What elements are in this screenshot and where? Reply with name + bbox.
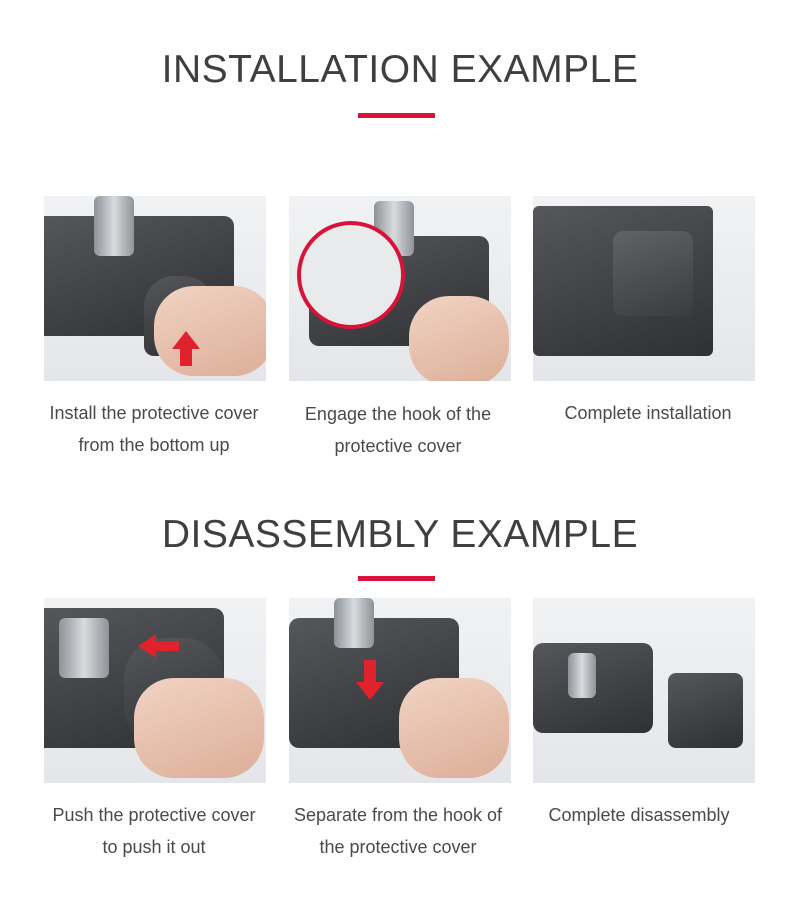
disassembly-step-3-caption: Complete disassembly <box>519 799 759 831</box>
zoom-inset <box>297 221 405 329</box>
disassembly-step-1-photo <box>44 598 266 783</box>
up-arrow-icon <box>172 331 200 349</box>
caption-line: Engage the hook of the <box>304 404 492 424</box>
disassembly-step-1-caption: Push the protective cover to push it out <box>34 799 274 863</box>
install-step-2-caption: Engage the hook of the protective cover <box>278 398 518 462</box>
caption-line: the protective cover <box>319 837 477 857</box>
install-step-1-caption: Install the protective cover from the bo… <box>34 397 274 461</box>
caption-line: Complete disassembly <box>548 805 730 825</box>
disassembly-step-3-photo <box>533 598 755 783</box>
caption-line: from the bottom up <box>78 435 230 455</box>
caption-line: Separate from the hook of <box>293 805 503 825</box>
down-arrow-icon <box>356 682 384 700</box>
caption-line: Complete installation <box>564 403 732 423</box>
install-step-2-photo <box>289 196 511 381</box>
caption-line: protective cover <box>334 436 462 456</box>
caption-line: Push the protective cover <box>52 805 256 825</box>
disassembly-step-2-caption: Separate from the hook of the protective… <box>278 799 518 863</box>
disassembly-title: DISASSEMBLY EXAMPLE <box>161 513 639 556</box>
caption-line: Install the protective cover <box>49 403 259 423</box>
left-arrow-icon <box>138 634 156 658</box>
install-step-1-photo <box>44 196 266 381</box>
disassembly-step-2-photo <box>289 598 511 783</box>
title-underline <box>358 113 435 118</box>
installation-title: INSTALLATION EXAMPLE <box>161 48 639 91</box>
install-step-3-photo <box>533 196 755 381</box>
install-step-3-caption: Complete installation <box>528 397 768 429</box>
title-underline <box>358 576 435 581</box>
caption-line: to push it out <box>102 837 206 857</box>
